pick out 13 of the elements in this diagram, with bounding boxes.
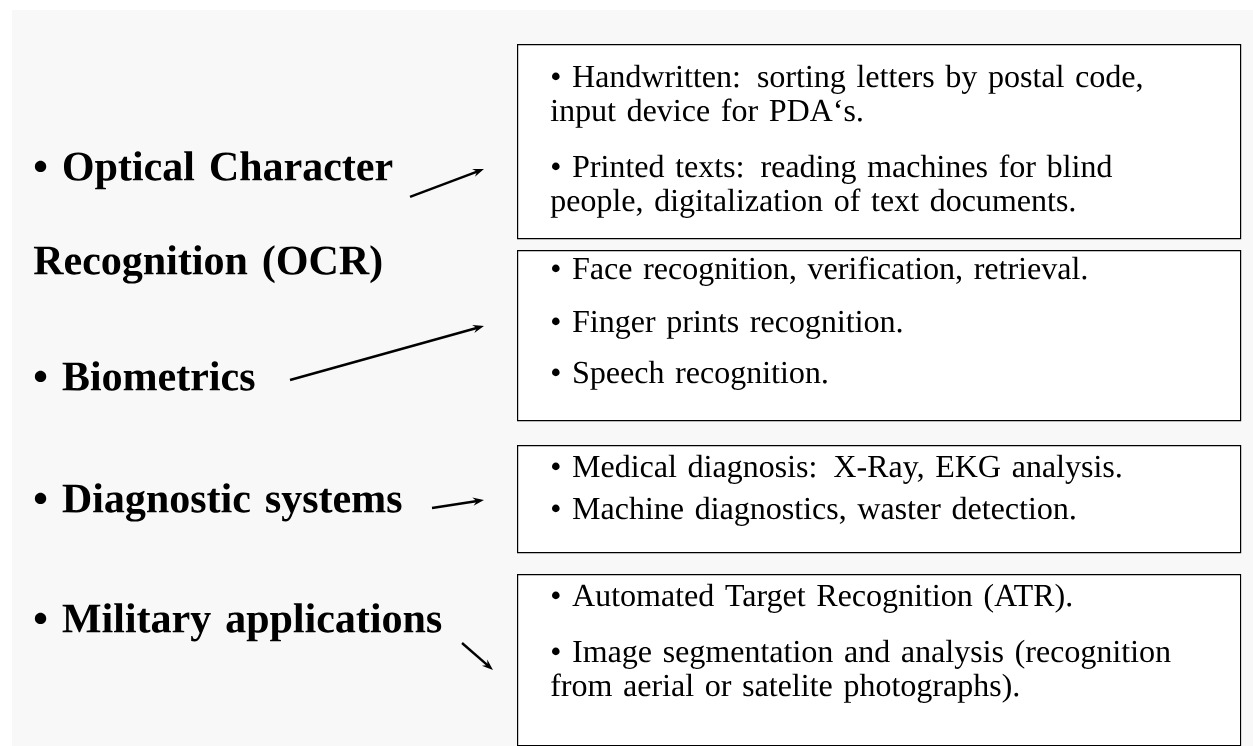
bullet-text: • Finger prints recognition. <box>552 310 902 339</box>
category-label: • Optical Character Recognition (OCR) <box>33 151 393 284</box>
bullet-text: • Automated Target Recognition (ATR). <box>552 583 1072 613</box>
category-label: • Biometrics <box>34 361 255 391</box>
category-label: • Diagnostic systems <box>34 483 402 522</box>
bullet-text: • Handwritten: sorting letters by postal code, input device for PDA‘s. <box>550 64 1142 128</box>
bullet-text: • Face recognition, verification, retrieval. <box>552 256 1087 286</box>
bullet-text: • Printed texts: reading machines for blind people, digitalization of text documents. <box>550 154 1113 218</box>
bullet-text: • Machine diagnostics, waster detection. <box>552 496 1075 526</box>
bullet-text: • Medical diagnosis: X-Ray, EKG analysis. <box>552 454 1121 484</box>
category-label: • Military applications <box>34 603 442 642</box>
bullet-text: • Image segmentation and analysis (recognition from aerial or satelite photographs). <box>551 639 1171 703</box>
bullet-text: • Speech recognition. <box>552 360 827 390</box>
